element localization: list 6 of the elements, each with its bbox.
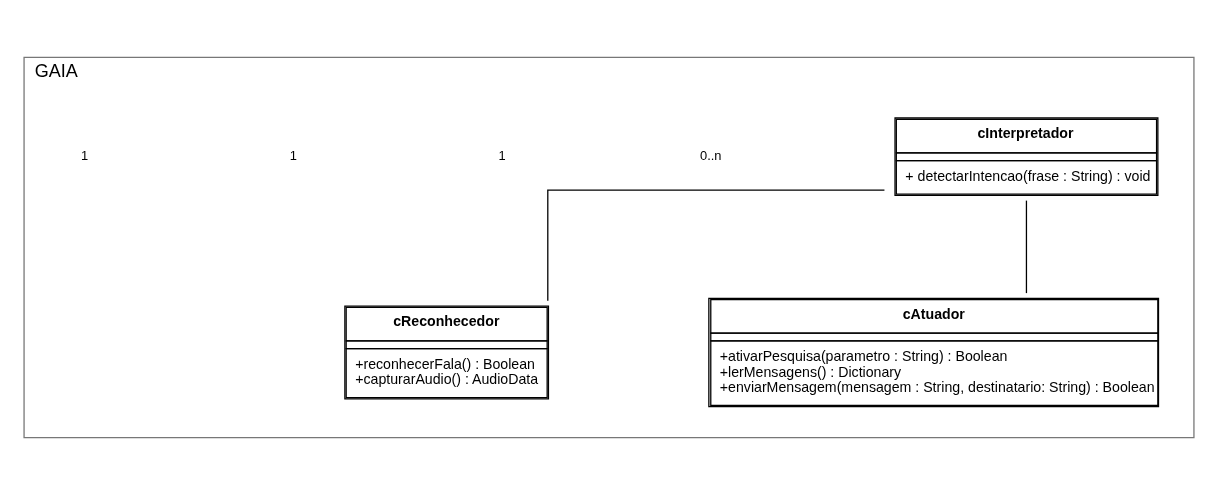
- label: 1: [498, 147, 506, 163]
- label: 1: [289, 147, 297, 163]
- label: 1: [81, 147, 89, 163]
- connector: [1025, 199, 1028, 294]
- label: 0..n: [700, 147, 722, 163]
- connector: [547, 189, 886, 302]
